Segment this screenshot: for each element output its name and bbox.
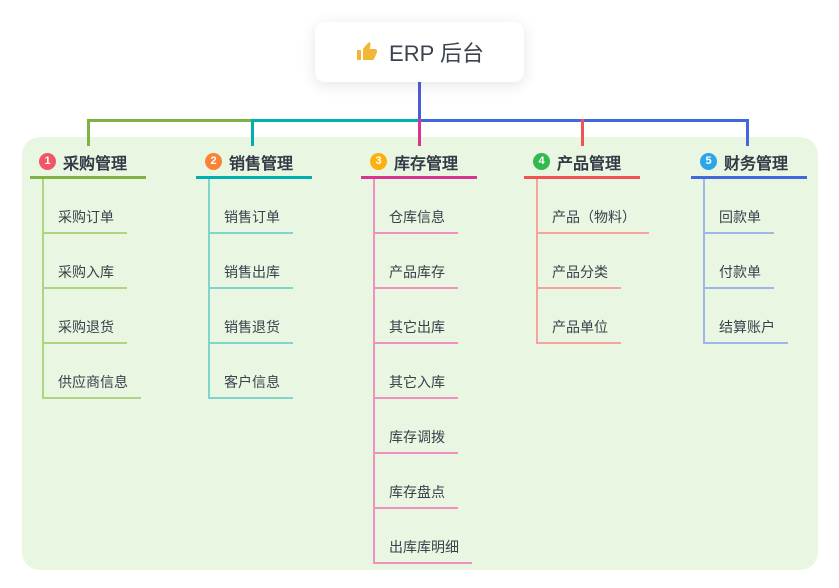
child-label: 回款单 [719, 209, 761, 225]
child-label: 出库库明细 [389, 539, 459, 555]
connector-segment-finance [420, 119, 749, 122]
branches-background-panel [22, 137, 818, 570]
child-label: 供应商信息 [58, 374, 128, 390]
thumbs-up-icon [357, 42, 378, 60]
child-label: 销售订单 [224, 209, 280, 225]
branch-label-purchase[interactable]: 1 采购管理 [30, 147, 146, 179]
child-label: 仓库信息 [389, 209, 445, 225]
connector-segment-purchase [87, 119, 253, 122]
branch-label-inventory[interactable]: 3 库存管理 [361, 147, 477, 179]
child-label: 销售退货 [224, 319, 280, 335]
child-label: 结算账户 [719, 319, 775, 335]
branch-label-product[interactable]: 4 产品管理 [524, 147, 640, 179]
root-connector-line [418, 82, 421, 120]
child-node[interactable]: 产品分类 [538, 234, 621, 289]
badge-3: 3 [370, 153, 387, 170]
badge-1: 1 [39, 153, 56, 170]
child-node[interactable]: 结算账户 [705, 289, 788, 344]
child-node[interactable]: 其它入库 [375, 344, 458, 399]
child-node[interactable]: 产品（物料） [538, 179, 649, 234]
child-label: 销售出库 [224, 264, 280, 280]
child-node[interactable]: 采购入库 [44, 234, 127, 289]
badge-2: 2 [205, 153, 222, 170]
child-label: 库存调拨 [389, 429, 445, 445]
branch-purchase: 1 采购管理 采购订单 采购入库 采购退货 供应商信息 [30, 147, 146, 399]
child-label: 采购入库 [58, 264, 114, 280]
child-label: 产品单位 [552, 319, 608, 335]
branch-children: 仓库信息 产品库存 其它出库 其它入库 库存调拨 库存盘点 出库库明细 [373, 179, 477, 564]
child-node[interactable]: 采购订单 [44, 179, 127, 234]
connector-drop-finance [746, 119, 749, 146]
connector-drop-product [581, 119, 584, 146]
child-node[interactable]: 回款单 [705, 179, 774, 234]
branch-label-text: 财务管理 [724, 155, 789, 173]
child-node[interactable]: 其它出库 [375, 289, 458, 344]
branch-label-text: 采购管理 [63, 155, 128, 173]
branch-children: 产品（物料） 产品分类 产品单位 [536, 179, 649, 344]
child-label: 采购退货 [58, 319, 114, 335]
child-node[interactable]: 销售退货 [210, 289, 293, 344]
child-node[interactable]: 库存盘点 [375, 454, 458, 509]
child-node[interactable]: 供应商信息 [44, 344, 141, 399]
branch-sales: 2 销售管理 销售订单 销售出库 销售退货 客户信息 [196, 147, 312, 399]
connector-drop-inventory [418, 119, 421, 146]
child-node[interactable]: 库存调拨 [375, 399, 458, 454]
branch-finance: 5 财务管理 回款单 付款单 结算账户 [691, 147, 807, 344]
branch-label-text: 产品管理 [557, 155, 622, 173]
badge-5: 5 [700, 153, 717, 170]
child-label: 库存盘点 [389, 484, 445, 500]
child-label: 产品库存 [389, 264, 445, 280]
branch-label-text: 销售管理 [229, 155, 294, 173]
child-node[interactable]: 出库库明细 [375, 509, 472, 564]
child-node[interactable]: 销售订单 [210, 179, 293, 234]
badge-4: 4 [533, 153, 550, 170]
root-title: ERP 后台 [389, 41, 484, 66]
child-node[interactable]: 付款单 [705, 234, 774, 289]
child-label: 客户信息 [224, 374, 280, 390]
child-node[interactable]: 销售出库 [210, 234, 293, 289]
child-label: 产品分类 [552, 264, 608, 280]
connector-drop-purchase [87, 119, 90, 146]
branch-label-text: 库存管理 [394, 155, 459, 173]
child-label: 其它入库 [389, 374, 445, 390]
child-label: 产品（物料） [552, 209, 636, 225]
child-node[interactable]: 客户信息 [210, 344, 293, 399]
child-node[interactable]: 采购退货 [44, 289, 127, 344]
child-label: 采购订单 [58, 209, 114, 225]
branch-children: 销售订单 销售出库 销售退货 客户信息 [208, 179, 312, 399]
child-label: 其它出库 [389, 319, 445, 335]
child-node[interactable]: 产品单位 [538, 289, 621, 344]
connector-drop-sales [251, 119, 254, 146]
branch-children: 采购订单 采购入库 采购退货 供应商信息 [42, 179, 146, 399]
connector-segment-sales [251, 119, 420, 122]
child-label: 付款单 [719, 264, 761, 280]
child-node[interactable]: 产品库存 [375, 234, 458, 289]
branch-label-finance[interactable]: 5 财务管理 [691, 147, 807, 179]
root-node-erp[interactable]: ERP 后台 [315, 22, 524, 82]
branch-inventory: 3 库存管理 仓库信息 产品库存 其它出库 其它入库 库存调拨 库存盘点 出库库… [361, 147, 477, 564]
branch-children: 回款单 付款单 结算账户 [703, 179, 807, 344]
branch-label-sales[interactable]: 2 销售管理 [196, 147, 312, 179]
child-node[interactable]: 仓库信息 [375, 179, 458, 234]
branch-product: 4 产品管理 产品（物料） 产品分类 产品单位 [524, 147, 649, 344]
